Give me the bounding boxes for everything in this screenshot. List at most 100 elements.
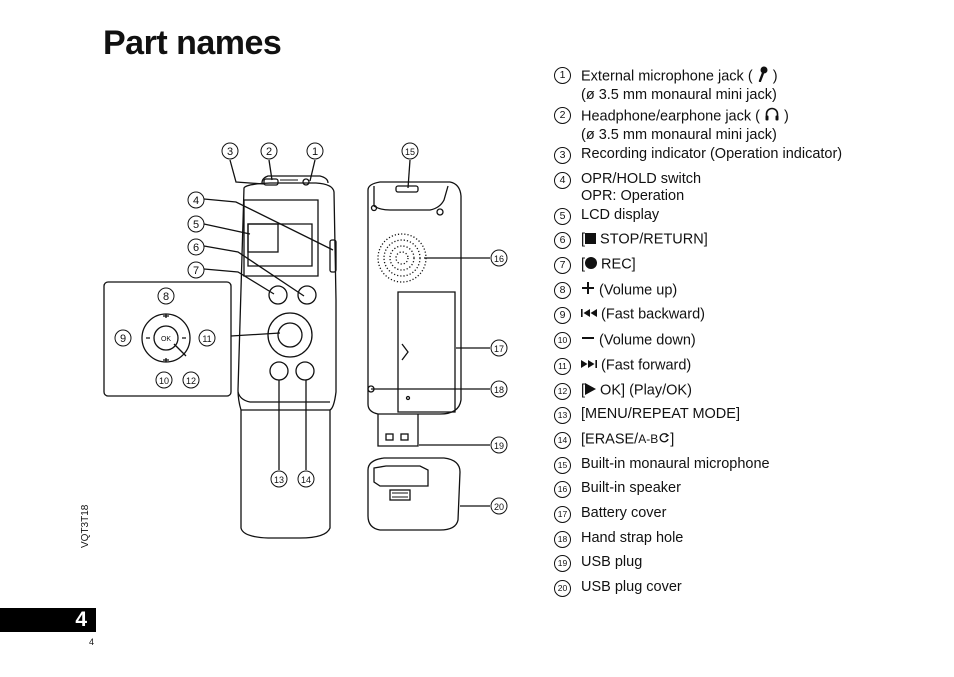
part-number: 14 (554, 431, 571, 449)
svg-text:19: 19 (494, 441, 504, 451)
callout-9: 9 (114, 329, 132, 347)
callout-6: 6 (187, 238, 205, 256)
callout-15: 15 (401, 142, 419, 160)
svg-text:9: 9 (120, 333, 126, 345)
svg-text:15: 15 (405, 147, 415, 157)
part-label: (Fast forward) (581, 357, 691, 374)
recorder-diagram: 3 2 1 15 4 5 6 7 16 8 9 11 10 12 17 18 1… (103, 142, 508, 539)
callout-1: 1 (306, 142, 324, 160)
callout-10: 10 (155, 371, 173, 389)
erase-button (295, 361, 315, 381)
part-label: [ STOP/RETURN] (581, 231, 708, 248)
svg-text:8: 8 (163, 291, 169, 303)
svg-text:13: 13 (274, 475, 284, 485)
svg-text:1: 1 (312, 146, 318, 158)
svg-text:12: 12 (186, 376, 196, 386)
callout-18: 18 (490, 380, 508, 398)
page-tab: 4 (0, 608, 96, 632)
headphone-icon (764, 106, 780, 127)
ab-repeat-icon: A-B (638, 431, 670, 448)
part-label: (Volume down) (581, 331, 696, 350)
part-item-14: 14 [ERASE/A-B] (554, 431, 842, 449)
part-label: Built-in speaker (581, 480, 681, 497)
part-number: 19 (554, 555, 571, 573)
callout-5: 5 (187, 215, 205, 233)
callout-12: 12 (182, 371, 200, 389)
part-label: External microphone jack ( )(ø 3.5 mm mo… (581, 66, 778, 104)
svg-text:18: 18 (494, 385, 504, 395)
ab-text: A-B (638, 431, 659, 446)
part-number: 6 (554, 232, 571, 250)
part-item-12: 12[ OK] (Play/OK) (554, 382, 842, 400)
part-number: 7 (554, 257, 571, 275)
mic-jack-top (302, 178, 310, 186)
usb-plug (377, 414, 419, 447)
part-label: USB plug cover (581, 579, 682, 595)
control-pad-outer (267, 312, 313, 358)
callout-8: 8 (157, 287, 175, 305)
part-label: USB plug (581, 554, 643, 571)
part-number: 2 (554, 107, 571, 124)
callout-2: 2 (260, 142, 278, 160)
svg-text:11: 11 (202, 334, 211, 344)
ok-button-label: OK (161, 336, 171, 343)
menu-button (269, 361, 289, 381)
part-number: 15 (554, 456, 571, 474)
back-mic-grille (395, 185, 419, 193)
rec-button (268, 285, 288, 305)
part-label: (Volume up) (581, 281, 677, 300)
svg-text:3: 3 (227, 146, 233, 158)
part-item-1: 1 External microphone jack ( )(ø 3.5 mm m… (554, 66, 842, 104)
callout-7: 7 (187, 261, 205, 279)
lcd-frame (243, 199, 319, 277)
part-label: Headphone/earphone jack ( )(ø 3.5 mm mon… (581, 106, 789, 144)
plus-icon (581, 281, 595, 300)
part-number: 18 (554, 530, 571, 548)
part-item-13: 13[MENU/REPEAT MODE] (554, 406, 842, 425)
svg-text:16: 16 (494, 254, 504, 264)
part-label: LCD display (581, 206, 660, 223)
part-label: [ERASE/A-B] (581, 431, 675, 448)
part-number: 3 (554, 147, 571, 164)
part-item-3: 3 Recording indicator (Operation indicato… (554, 146, 842, 164)
svg-text:5: 5 (193, 219, 199, 231)
part-number: 4 (554, 171, 571, 189)
recorder-back-body (367, 181, 462, 415)
record-dot-icon (585, 256, 598, 273)
callout-20: 20 (490, 497, 508, 515)
page-tab-number: 4 (75, 608, 87, 631)
part-names-list: 1 External microphone jack ( )(ø 3.5 mm m… (554, 66, 842, 604)
control-pad-zoom-box (103, 281, 232, 397)
part-number: 20 (554, 580, 571, 597)
recorder-front-body (237, 182, 337, 539)
part-label: Recording indicator (Operation indicator… (581, 146, 843, 162)
callout-17: 17 (490, 339, 508, 357)
part-number: 1 (554, 67, 571, 84)
part-item-10: 10 (Volume down) (554, 331, 842, 350)
callout-16: 16 (490, 249, 508, 267)
svg-text:14: 14 (301, 475, 311, 485)
svg-text:4: 4 (193, 195, 199, 207)
callout-13: 13 (270, 470, 288, 488)
part-number: 17 (554, 505, 571, 523)
zoom-pad-inner (153, 325, 179, 351)
svg-text:17: 17 (494, 344, 504, 354)
stop-button (297, 285, 317, 305)
fast-backward-icon (581, 306, 597, 323)
jack-slot (263, 178, 279, 186)
part-number: 12 (554, 382, 571, 400)
callout-11: 11 (198, 329, 216, 347)
part-label: (Fast backward) (581, 306, 705, 323)
svg-text:2: 2 (266, 146, 272, 158)
part-number: 11 (554, 357, 571, 375)
part-item-19: 19 USB plug (554, 554, 842, 573)
callout-4: 4 (187, 191, 205, 209)
lcd-display (247, 223, 279, 253)
page-title: Part names (103, 24, 282, 62)
